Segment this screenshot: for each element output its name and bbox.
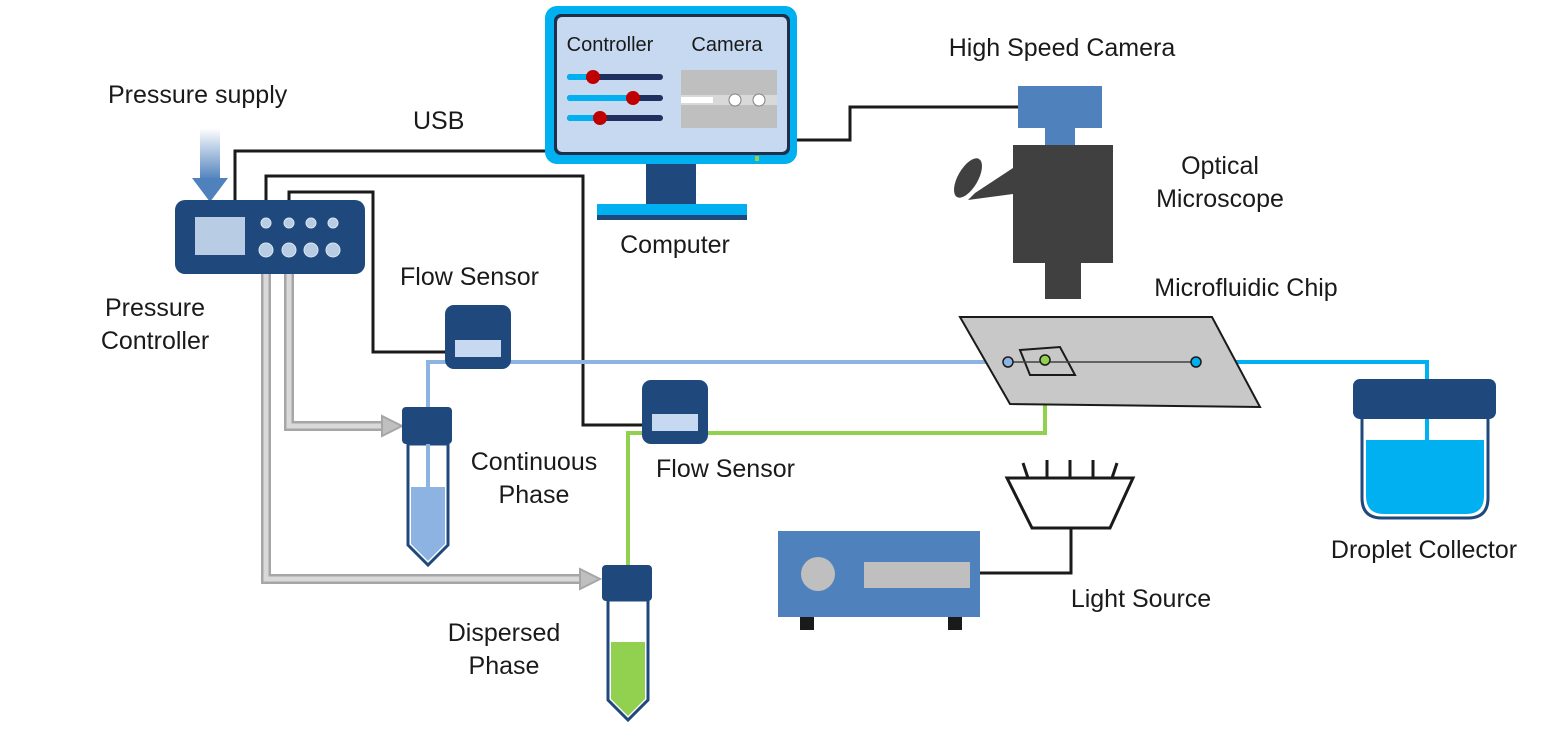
computer: [545, 6, 797, 220]
flow-sensor-2: [642, 380, 708, 444]
label-light-source: Light Source: [1071, 585, 1211, 613]
label-usb: USB: [413, 107, 464, 135]
microfluidic-chip: [958, 316, 1262, 409]
light-source: [778, 531, 980, 630]
droplet-collector: [1353, 379, 1496, 520]
label-screen-camera: Camera: [691, 34, 763, 56]
label-flow-sensor-2: Flow Sensor: [656, 455, 795, 483]
pressure-controller: [175, 200, 365, 274]
label-pressure-supply: Pressure supply: [108, 81, 288, 109]
label-computer: Computer: [620, 231, 730, 259]
label-optical-microscope-2: Microscope: [1156, 185, 1284, 213]
pressure-supply-arrow: [192, 128, 228, 202]
light-lamp: [1004, 460, 1136, 530]
label-pressure-controller-1: Pressure: [105, 294, 205, 322]
fluid-lines: [426, 360, 1429, 700]
continuous-phase-tube: [402, 407, 452, 568]
label-screen-controller: Controller: [567, 34, 654, 56]
camera-preview: [681, 70, 777, 128]
label-continuous-phase-1: Continuous: [471, 448, 597, 476]
labels: Pressure supply USB Pressure Controller …: [101, 34, 1517, 680]
label-continuous-phase-2: Phase: [499, 481, 570, 509]
label-dispersed-phase-2: Phase: [469, 652, 540, 680]
label-microfluidic-chip: Microfluidic Chip: [1154, 274, 1337, 302]
dispersed-phase-tube: [602, 565, 652, 723]
flow-sensor-1: [445, 305, 511, 369]
controller-sliders: [567, 70, 663, 125]
label-high-speed-camera: High Speed Camera: [949, 34, 1176, 62]
high-speed-camera: [1018, 86, 1102, 146]
optical-microscope: [954, 145, 1113, 299]
label-pressure-controller-2: Controller: [101, 327, 209, 355]
label-optical-microscope-1: Optical: [1181, 152, 1259, 180]
pressure-tubes: [261, 250, 603, 591]
label-droplet-collector: Droplet Collector: [1331, 536, 1517, 564]
label-flow-sensor-1: Flow Sensor: [400, 263, 539, 291]
label-dispersed-phase-1: Dispersed: [448, 619, 561, 647]
